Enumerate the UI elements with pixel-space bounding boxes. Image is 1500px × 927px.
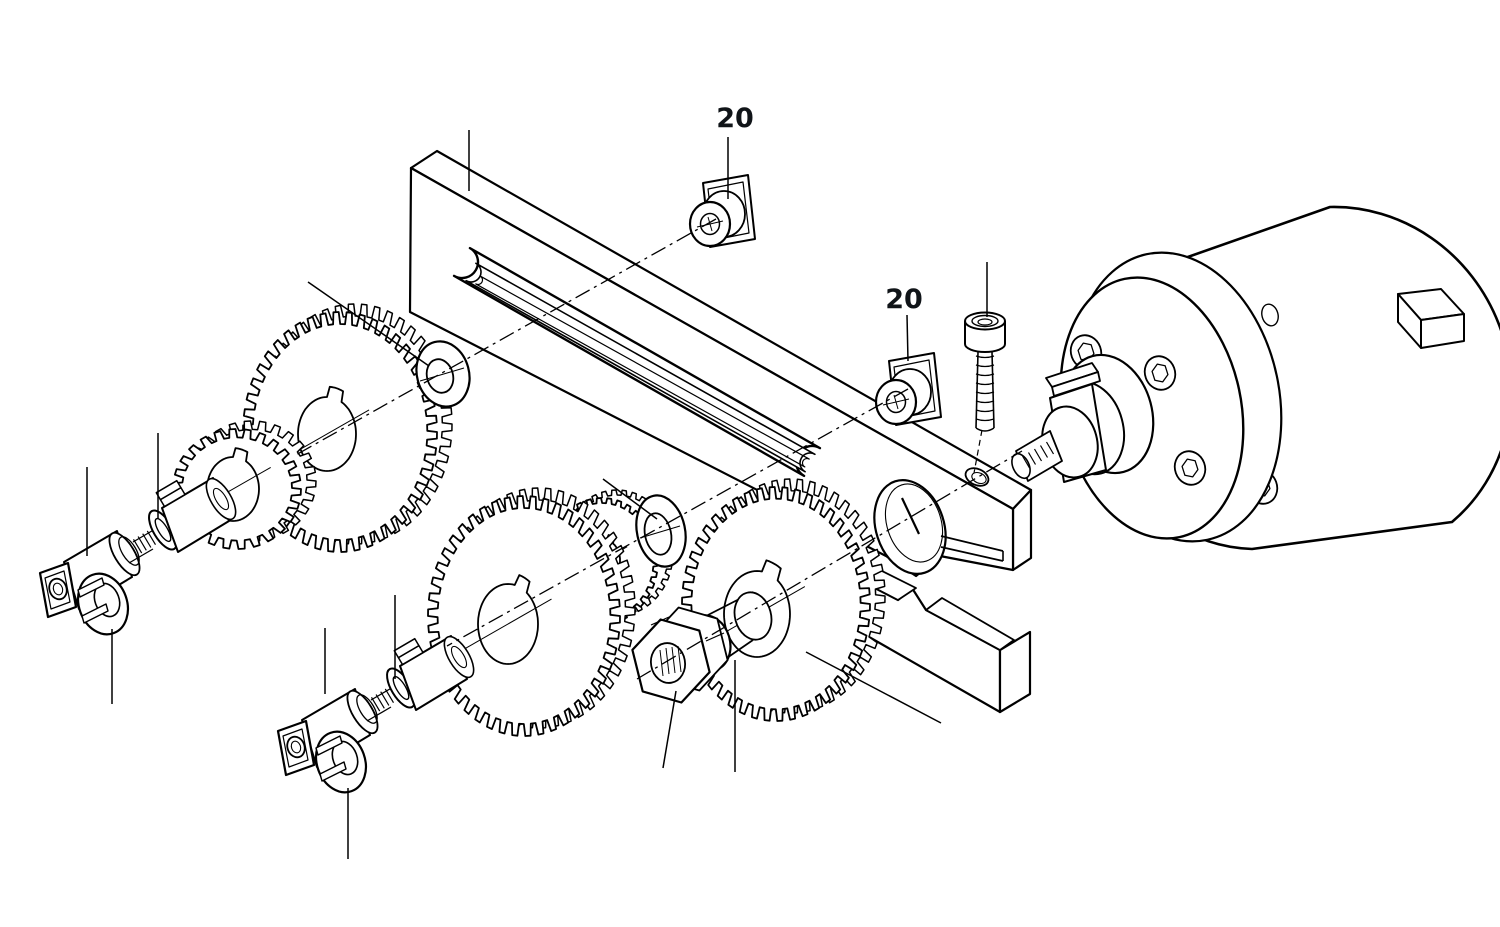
keyed-output-hub-with-threaded-stud bbox=[1011, 353, 1155, 483]
t-slot-square-nut-upper bbox=[688, 174, 756, 248]
callout-20-upper: 20 bbox=[716, 103, 754, 134]
shim-washer-upper bbox=[415, 340, 471, 408]
center-lines bbox=[293, 218, 1023, 680]
hex-nut bbox=[631, 606, 729, 704]
square-drive-shaft-end bbox=[1397, 288, 1465, 349]
motor-gearbox-unit bbox=[1011, 205, 1500, 551]
tensioner-stud-assembly-lower bbox=[276, 635, 475, 794]
socket-head-cap-screw bbox=[964, 311, 1006, 432]
slotted-adjustment-arm bbox=[408, 149, 1033, 578]
tensioner-stud-assembly-upper bbox=[38, 477, 237, 636]
leader-lines bbox=[86, 130, 988, 859]
callout-20-front: 20 bbox=[885, 284, 923, 315]
change-gear-large-right bbox=[681, 478, 886, 722]
change-gear-large-center bbox=[427, 487, 636, 737]
t-slot-square-nut-front bbox=[874, 352, 942, 426]
